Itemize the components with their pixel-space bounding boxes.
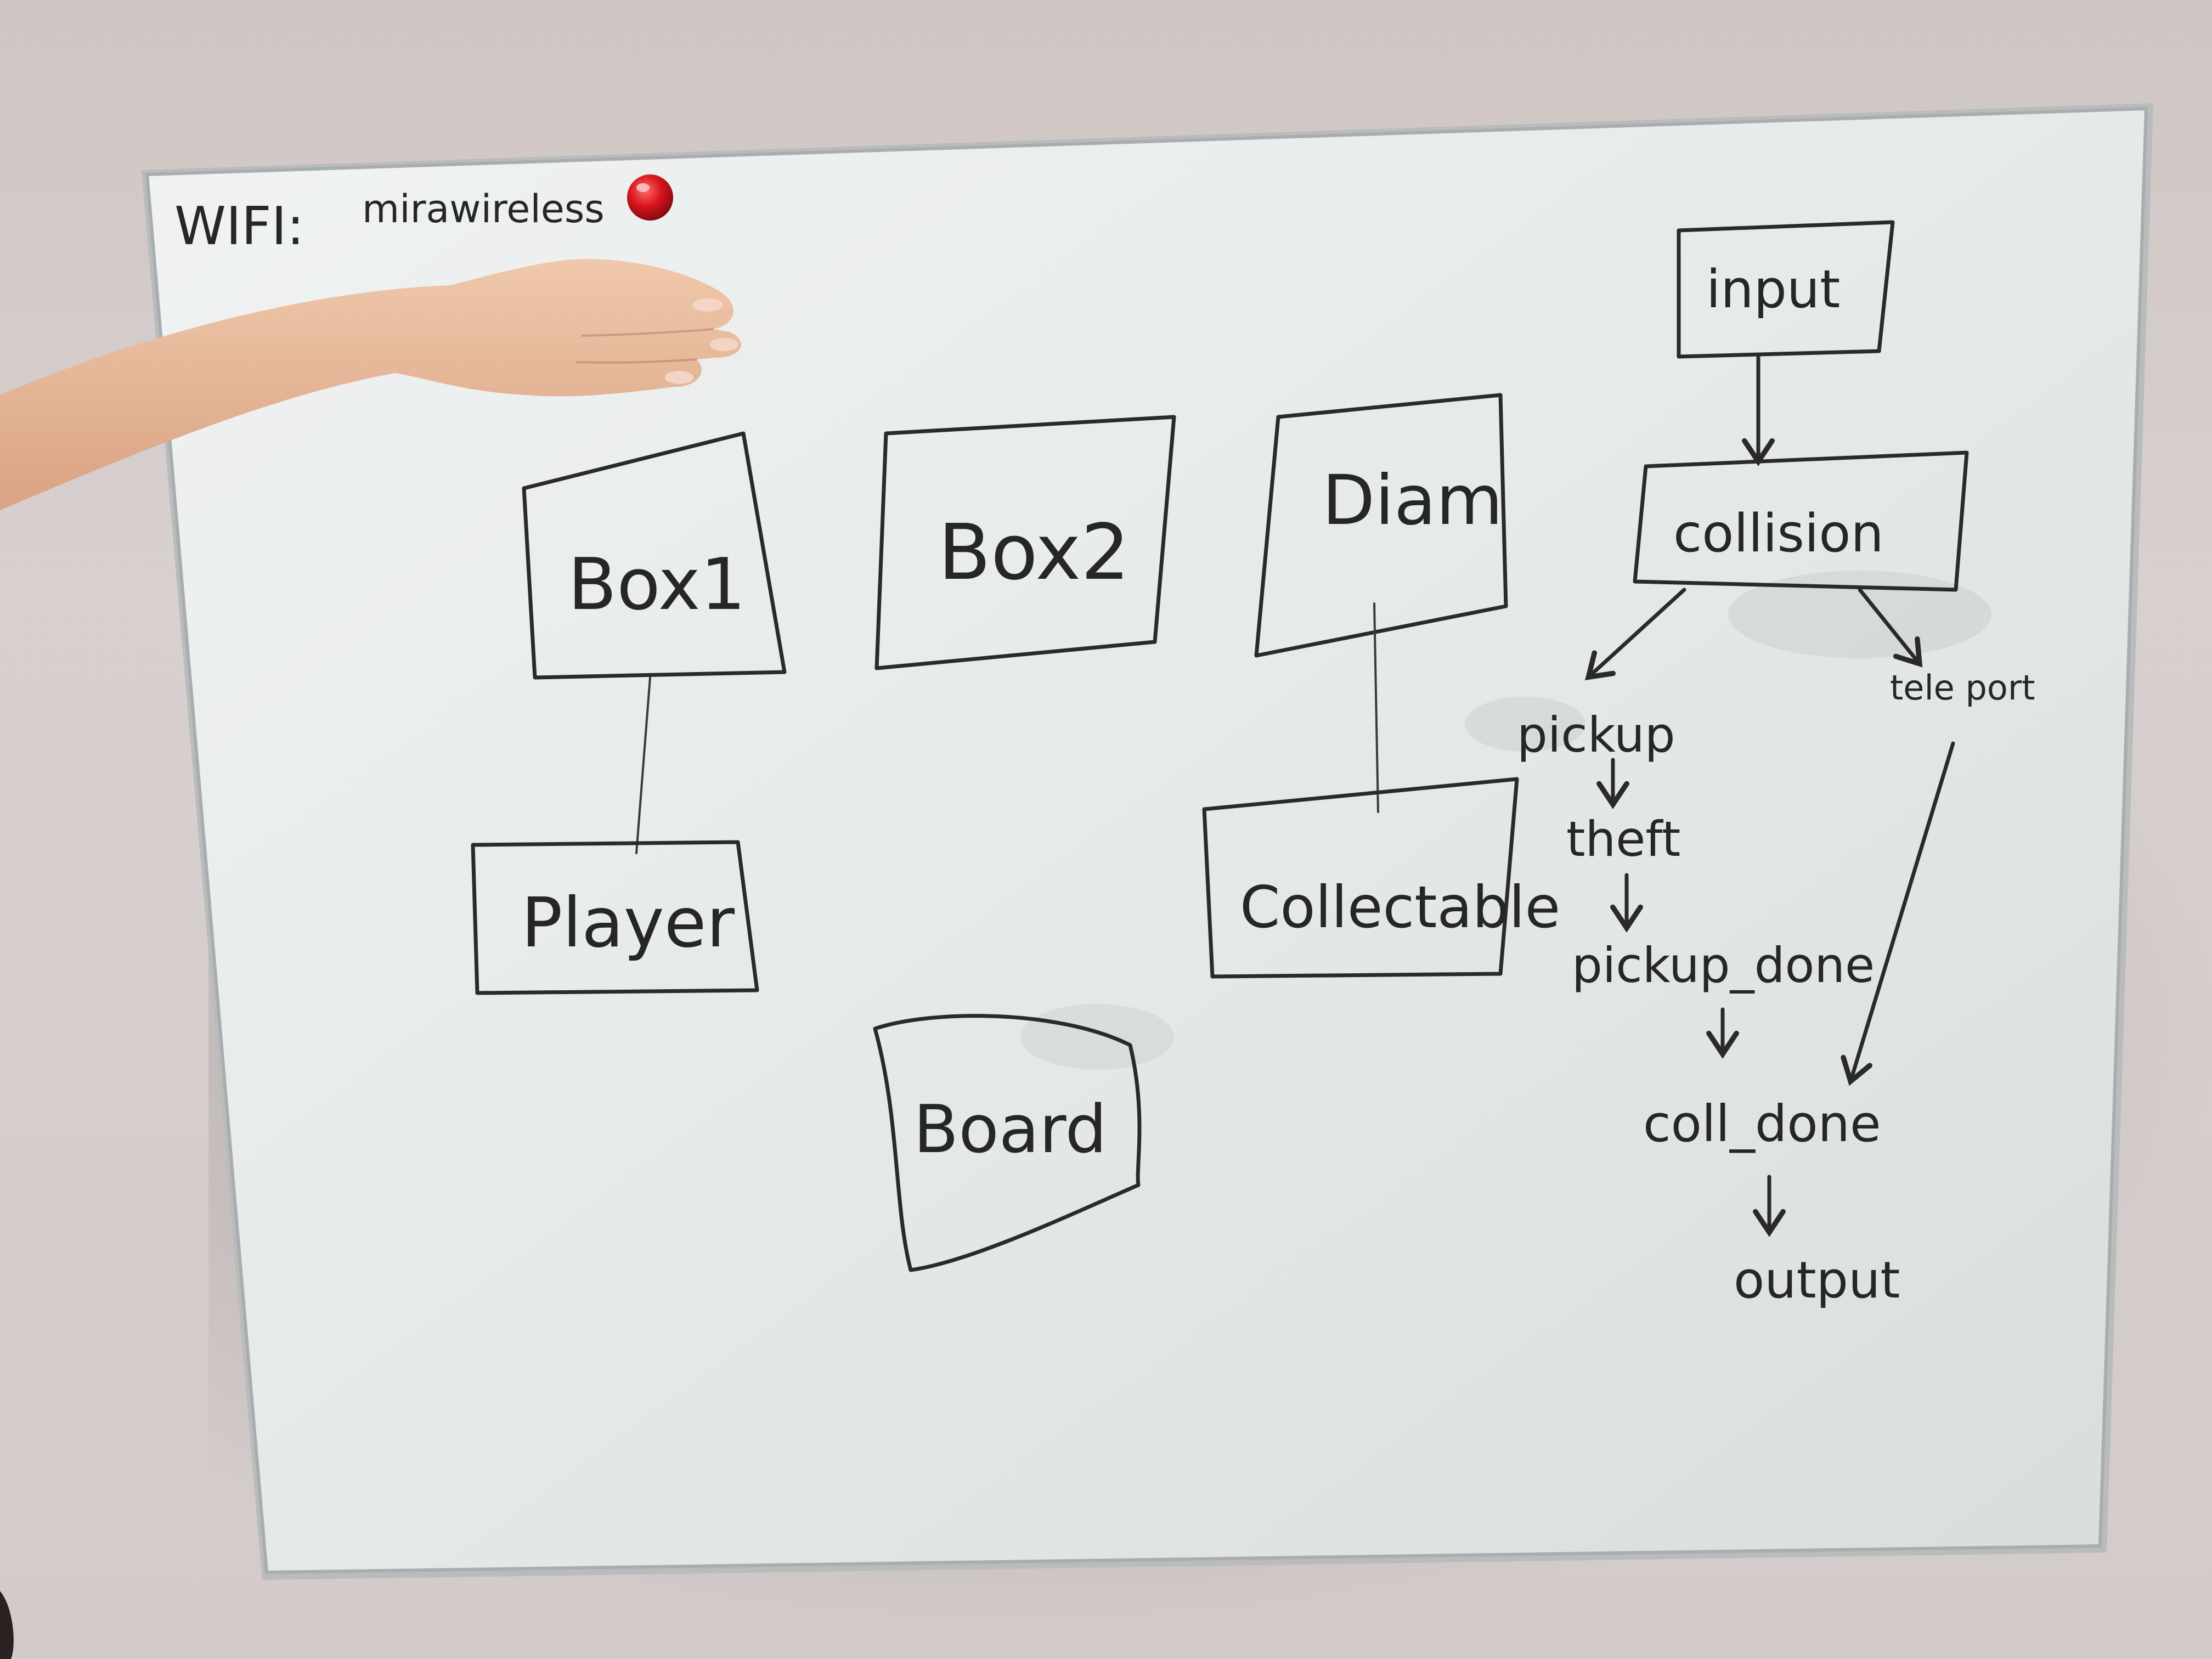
arm-and-hand	[0, 258, 741, 510]
coll-done-label: coll_done	[1643, 1094, 1881, 1153]
smudge	[1020, 1004, 1174, 1070]
teleport-to-coll-done-arrow	[1841, 741, 1955, 1086]
wifi-network-name: mirawireless	[362, 187, 605, 232]
collision-to-pickup-arrow	[1585, 588, 1686, 680]
box1-node: Box1	[522, 431, 787, 680]
player-label: Player	[521, 883, 735, 963]
collision-node: collision	[1633, 450, 1969, 592]
diam-collectable-link	[1373, 602, 1379, 813]
input-label: input	[1706, 259, 1840, 320]
pickup-done-label: pickup_done	[1572, 937, 1875, 994]
box2-node: Box2	[874, 415, 1176, 670]
collision-label: collision	[1673, 504, 1884, 564]
player-node: Player	[471, 840, 759, 995]
board-node: Board	[873, 1014, 1142, 1272]
board-label: Board	[913, 1092, 1107, 1168]
collectable-node: Collectable	[1202, 777, 1560, 979]
dark-corner	[0, 1591, 14, 1659]
output-label: output	[1734, 1251, 1900, 1310]
box1-label: Box1	[568, 543, 746, 626]
diam-label: Diam	[1322, 461, 1503, 540]
box1-player-link	[635, 676, 651, 854]
pickup-label: pickup	[1517, 707, 1675, 763]
theft-label: theft	[1566, 811, 1680, 867]
teleport-label: tele port	[1890, 668, 2035, 708]
diam-node: Diam	[1254, 393, 1508, 658]
input-node: input	[1677, 220, 1895, 359]
collectable-label: Collectable	[1240, 874, 1560, 941]
box2-label: Box2	[938, 508, 1130, 597]
smudge	[1465, 697, 1585, 752]
smudge	[1728, 571, 1991, 658]
red-magnet	[627, 174, 673, 221]
collision-to-teleport-arrow	[1858, 588, 1923, 668]
wifi-label: WIFI:	[174, 196, 304, 257]
